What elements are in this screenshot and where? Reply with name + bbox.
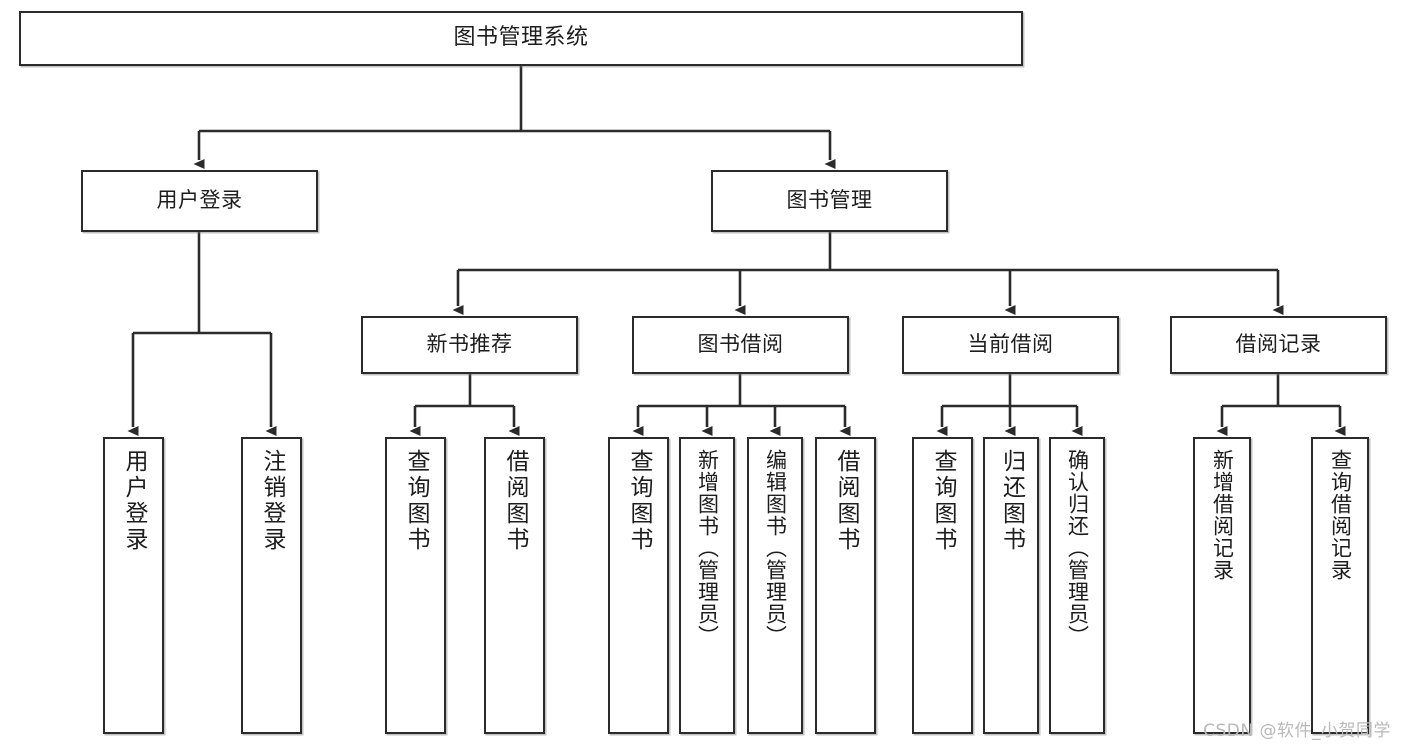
leaf-borrow-book-1[interactable]: 借阅图书 — [484, 437, 545, 734]
node-book-borrow[interactable]: 图书借阅 — [632, 316, 849, 374]
node-label: 图书管理 — [786, 188, 873, 213]
leaf-query-book-2[interactable]: 查询图书 — [608, 437, 669, 734]
node-label: 新书推荐 — [426, 332, 513, 357]
node-label: 查询借阅记录 — [1328, 449, 1353, 581]
leaf-query-book-3[interactable]: 查询图书 — [912, 437, 973, 734]
leaf-add-book[interactable]: 新增图书（管理员） — [679, 437, 735, 734]
node-label: 新增图书（管理员） — [695, 449, 720, 647]
node-label: 借阅图书 — [833, 449, 859, 553]
watermark: CSDN @软件_小贺同学 — [1203, 721, 1391, 741]
node-label: 查询图书 — [403, 449, 429, 553]
leaf-edit-book[interactable]: 编辑图书（管理员） — [747, 437, 803, 734]
node-label: 查询图书 — [930, 449, 956, 553]
node-root-system[interactable]: 图书管理系统 — [19, 11, 1023, 66]
node-label: 图书借阅 — [697, 332, 784, 357]
node-book-manage[interactable]: 图书管理 — [711, 170, 948, 232]
leaf-return-book[interactable]: 归还图书 — [983, 437, 1039, 734]
node-label: 当前借阅 — [967, 332, 1054, 357]
leaf-user-login[interactable]: 用户登录 — [103, 437, 164, 734]
leaf-confirm-return[interactable]: 确认归还（管理员） — [1049, 437, 1105, 734]
node-label: 借阅图书 — [502, 449, 528, 553]
node-borrow-record[interactable]: 借阅记录 — [1170, 316, 1387, 374]
node-label: 图书管理系统 — [453, 25, 589, 51]
node-label: 查询图书 — [626, 449, 652, 553]
node-new-book-recommend[interactable]: 新书推荐 — [361, 316, 578, 374]
node-label: 借阅记录 — [1235, 332, 1322, 357]
node-label: 用户登录 — [121, 449, 147, 553]
node-label: 归还图书 — [998, 449, 1025, 553]
node-label: 编辑图书（管理员） — [763, 449, 788, 647]
node-current-borrow[interactable]: 当前借阅 — [902, 316, 1119, 374]
leaf-borrow-book-2[interactable]: 借阅图书 — [815, 437, 876, 734]
node-label: 用户登录 — [156, 188, 243, 213]
node-label: 注销登录 — [259, 449, 285, 553]
node-user-login[interactable]: 用户登录 — [81, 170, 318, 232]
leaf-logout[interactable]: 注销登录 — [241, 437, 302, 734]
leaf-add-borrow-record[interactable]: 新增借阅记录 — [1193, 437, 1251, 734]
leaf-query-book-1[interactable]: 查询图书 — [385, 437, 446, 734]
node-label: 新增借阅记录 — [1210, 449, 1235, 581]
leaf-query-borrow-record[interactable]: 查询借阅记录 — [1311, 437, 1369, 734]
node-label: 确认归还（管理员） — [1065, 449, 1090, 647]
